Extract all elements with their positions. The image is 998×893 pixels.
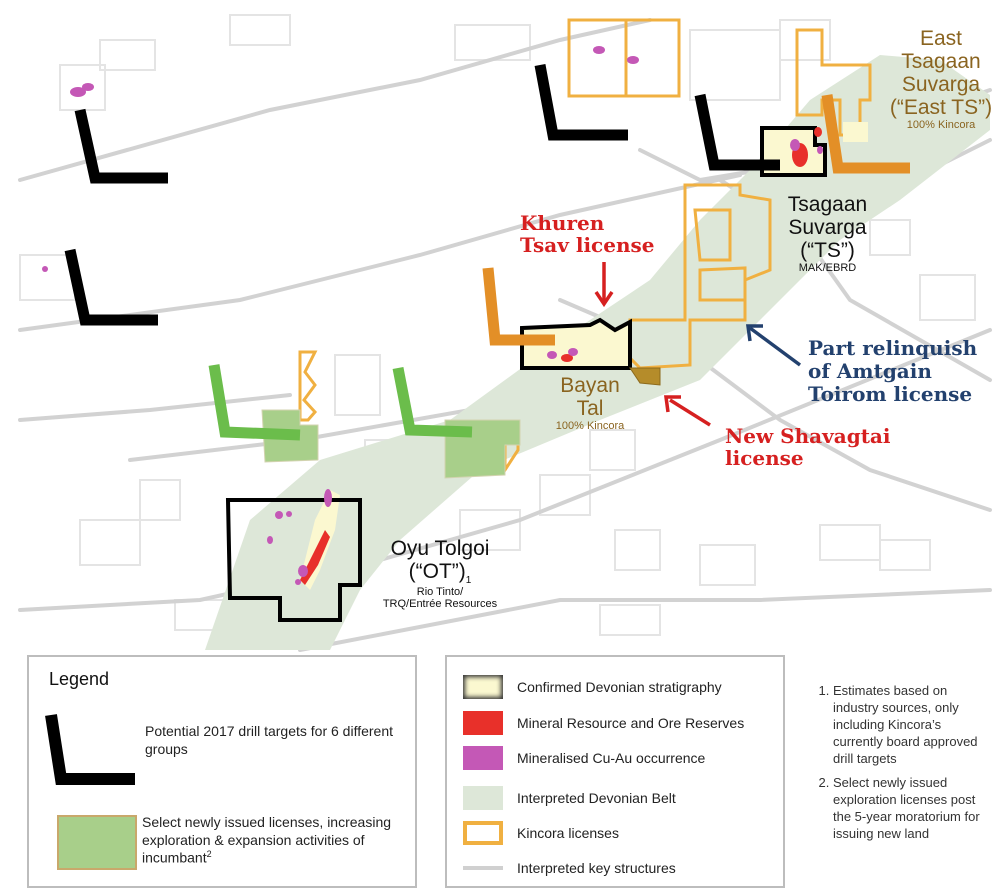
callout-line: Toirom license — [808, 382, 973, 406]
drill-target-label: Potential 2017 drill targets for 6 diffe… — [145, 723, 394, 757]
amtgain-callout: Part relinquish of Amtgain Toirom licens… — [808, 337, 977, 406]
callout-line: Part relinquish — [808, 336, 978, 360]
east-ts-owner: 100% Kincora — [906, 119, 976, 132]
resource-swatch — [463, 711, 503, 735]
key-row-resource: Mineral Resource and Ore Reserves — [463, 708, 744, 738]
kincora-swatch — [463, 821, 503, 845]
kincora-drill-targets — [482, 94, 910, 346]
shavagtai-callout: New Shavagtai license — [725, 425, 891, 469]
footnote-item: Estimates based on industry sources, onl… — [833, 683, 993, 767]
callout-line: New Shavagtai — [725, 424, 891, 448]
new-license-text: Select newly issued licenses, increasing… — [142, 814, 392, 866]
legend-title: Legend — [49, 669, 110, 689]
ot-label: Oyu Tolgoi (“OT”)1 Rio Tinto/ TRQ/Entrée… — [360, 537, 520, 610]
key-box: Confirmed Devonian stratigraphy Mineral … — [445, 655, 785, 888]
callout-line: Khuren — [520, 211, 605, 235]
east-ts-name-line: (“East TS”) — [889, 96, 993, 120]
devonian-swatch — [463, 675, 503, 699]
east-ts-name-line: East — [919, 27, 963, 50]
khuren-tsav-callout: Khuren Tsav license — [520, 212, 654, 256]
bayan-tal-owner: 100% Kincora — [555, 420, 625, 433]
bayan-tal-name-line: Tal — [576, 397, 604, 421]
legend-box: Legend Potential 2017 drill targets for … — [27, 655, 417, 888]
key-row-kincora: Kincora licenses — [463, 818, 619, 848]
callout-arrows — [594, 262, 802, 427]
ot-name-text: (“OT”) — [408, 560, 466, 584]
ts-name-line: (“TS”) — [800, 239, 855, 263]
new-license-label: Select newly issued licenses, increasing… — [142, 814, 407, 867]
bayan-tal-name-line: Bayan — [560, 374, 620, 397]
ot-name-line: Oyu Tolgoi — [390, 537, 490, 560]
ts-name-line: Tsagaan — [787, 193, 868, 216]
belt-swatch — [463, 786, 503, 810]
key-row-belt: Interpreted Devonian Belt — [463, 783, 676, 813]
new-license-drill-targets — [208, 364, 473, 441]
ot-license-outline — [225, 498, 362, 622]
callout-line: of Amtgain — [808, 359, 932, 383]
ts-owner: MAK/EBRD — [798, 262, 857, 275]
key-label: Interpreted Devonian Belt — [517, 790, 676, 806]
shavagtai-license — [629, 367, 661, 386]
key-row-devonian: Confirmed Devonian stratigraphy — [463, 672, 722, 702]
key-label: Interpreted key structures — [517, 860, 676, 876]
key-row-mineralised: Mineralised Cu-Au occurrence — [463, 743, 705, 773]
east-ts-name-line: Tsagaan — [901, 50, 981, 74]
key-label: Confirmed Devonian stratigraphy — [517, 679, 722, 695]
ot-name-line: (“OT”)1 — [360, 560, 520, 586]
black-drill-targets — [64, 63, 780, 326]
callout-line: Tsav license — [520, 233, 655, 257]
ts-name-line: Suvarga — [788, 216, 867, 240]
mineralised-occurrences — [42, 46, 823, 585]
structure-swatch — [463, 866, 503, 870]
ot-footnote-mark: 1 — [465, 575, 472, 587]
new-license-footnote: 2 — [206, 849, 212, 859]
key-label: Kincora licenses — [517, 825, 619, 841]
footnote-item: Select newly issued exploration licenses… — [833, 775, 993, 843]
bayan-tal-label: Bayan Tal 100% Kincora — [540, 374, 640, 432]
ot-owner-line: Rio Tinto/ — [416, 586, 464, 599]
east-ts-label: East Tsagaan Suvarga (“East TS”) 100% Ki… — [883, 27, 998, 131]
ot-owner-line: TRQ/Entrée Resources — [382, 598, 498, 611]
ts-label: Tsagaan Suvarga (“TS”) MAK/EBRD — [770, 193, 885, 274]
mineralised-swatch — [463, 746, 503, 770]
footnotes: Estimates based on industry sources, onl… — [815, 683, 993, 851]
new-license-swatch — [57, 815, 137, 870]
callout-line: license — [725, 446, 804, 470]
key-label: Mineralised Cu-Au occurrence — [517, 750, 706, 766]
key-row-structures: Interpreted key structures — [463, 853, 676, 883]
drill-target-icon — [45, 714, 135, 785]
east-ts-name-line: Suvarga — [901, 73, 981, 97]
key-label: Mineral Resource and Ore Reserves — [517, 715, 745, 731]
